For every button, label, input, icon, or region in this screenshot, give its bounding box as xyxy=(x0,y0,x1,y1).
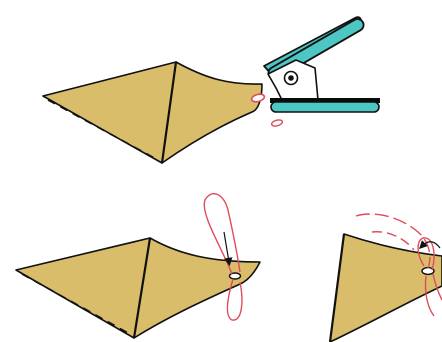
paper-chad-icon xyxy=(271,119,283,127)
hole-punch-icon xyxy=(264,17,380,112)
punched-hole-icon xyxy=(230,273,241,279)
folded-paper-icon xyxy=(43,62,262,163)
punch-bottom-handle xyxy=(271,102,379,112)
step-1-panel xyxy=(43,17,380,163)
ribbon-loop-icon xyxy=(204,194,242,320)
step-3-panel xyxy=(330,214,442,342)
paper-right-face xyxy=(162,62,262,163)
step-2-panel xyxy=(16,194,260,338)
paper-left-face xyxy=(43,62,176,163)
paper-left-face xyxy=(16,238,150,338)
punch-pivot-center xyxy=(288,75,294,81)
